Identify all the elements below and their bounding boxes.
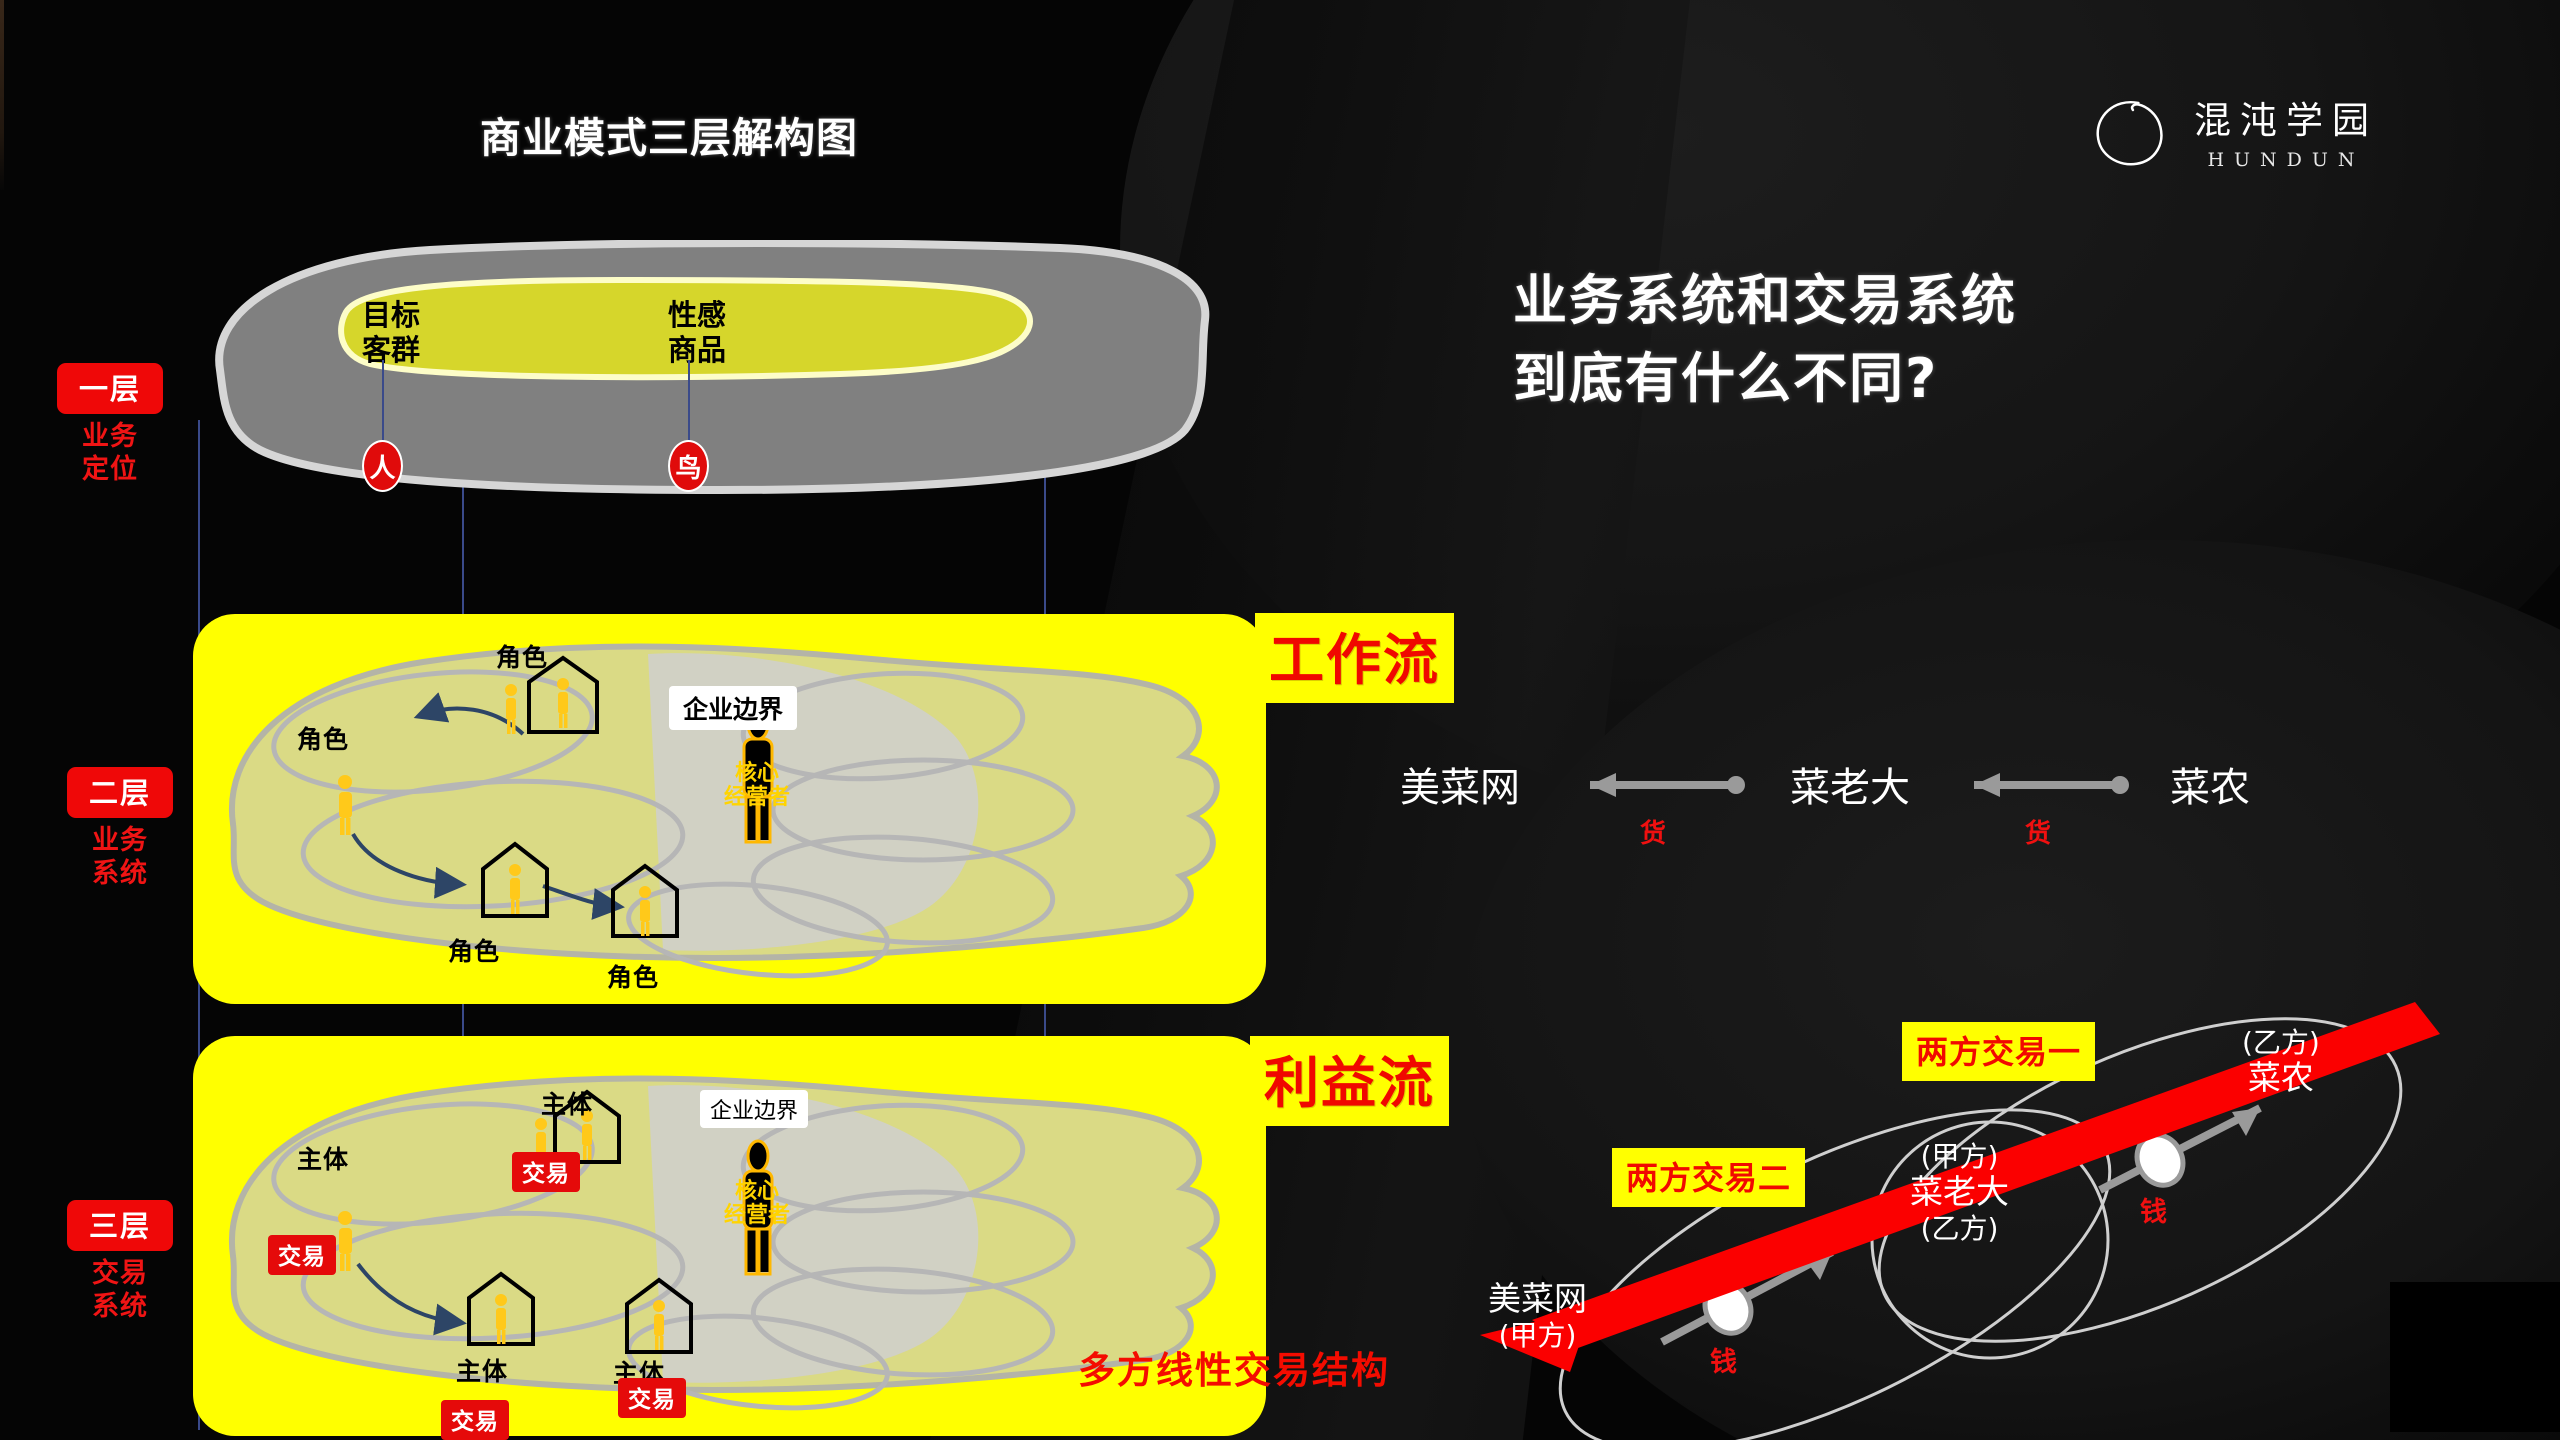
layer-label-1: 一层 业务 定位: [30, 363, 190, 487]
transaction-node-c-name: 菜农: [2247, 1058, 2314, 1098]
transaction-node-b: (甲方) 菜老大 (乙方): [1910, 1140, 2009, 1245]
layer-sub-3: 交易 系统: [40, 1258, 200, 1324]
layer2-role-label-1: 角色: [496, 643, 549, 672]
layer1-left-label: 目标 客群: [362, 298, 420, 369]
layer-sub-2-line2: 系统: [92, 857, 148, 889]
layer-sub-2: 业务 系统: [40, 825, 200, 891]
layer-sub-3-line1: 交易: [92, 1258, 148, 1289]
layer3-core-operator-label: 核心 经营者: [717, 1179, 797, 1229]
layer-sub-1: 业务 定位: [30, 421, 190, 487]
transaction-money-label-1: 钱: [1710, 1347, 1737, 1378]
layer-chip-2: 二层: [66, 767, 173, 818]
transaction-money-label-2: 钱: [2140, 1197, 2167, 1228]
layer3-trade-chip-2: 交易: [268, 1235, 336, 1275]
enso-circle-icon: [2096, 100, 2163, 166]
pin-marker-person[interactable]: 人: [362, 440, 403, 492]
layer3-subject-label-1: 主体: [541, 1090, 594, 1119]
layer1-left-line1: 目标: [362, 298, 421, 332]
layer3-trade-chip-3: 交易: [441, 1400, 509, 1440]
supply-chain-goods-label-2: 货: [2025, 819, 2052, 849]
layer-sub-2-line1: 业务: [92, 825, 148, 856]
layer2-core-line1: 核心: [734, 761, 779, 786]
pin-marker-bird[interactable]: 鸟: [668, 440, 709, 492]
layer-chip-3: 三层: [66, 1200, 173, 1251]
layer-sub-1-line1: 业务: [82, 421, 138, 452]
layer-sub-1-line2: 定位: [82, 453, 138, 485]
layer1-right-line1: 性感: [668, 298, 727, 332]
transaction-node-b-name: 菜老大: [1910, 1172, 2009, 1212]
supply-chain-arrow-2: [1974, 773, 2129, 797]
transaction-node-c: (乙方) 菜农: [2242, 1026, 2320, 1098]
workflow-badge: 工作流: [1255, 613, 1455, 703]
page-title: 商业模式三层解构图: [480, 114, 858, 162]
layer1-amoeba-svg: [215, 239, 1210, 495]
headline-line-1: 业务系统和交易系统: [1513, 269, 2017, 332]
layer1-left-line2: 客群: [362, 333, 421, 368]
red-pointer-arrow: [1480, 1002, 2440, 1372]
brand-logo: 混沌学园 HUNDUN: [2090, 90, 2378, 171]
logo-text-cn: 混沌学园: [2194, 99, 2378, 142]
supply-chain-node-2: 菜老大: [1790, 765, 1910, 811]
supply-chain-node-1: 美菜网: [1400, 765, 1520, 811]
transaction-node-a-name: 美菜网: [1488, 1279, 1587, 1318]
transaction-diagram: 两方交易一 两方交易二 美菜网 (甲方) (甲方) 菜老大 (乙方) (乙方) …: [1380, 990, 2560, 1440]
background-edge-artifact: [0, 0, 4, 190]
layer-label-3: 三层 交易 系统: [40, 1200, 200, 1324]
layer2-role-label-3: 角色: [448, 937, 501, 966]
pin-stem-right: [688, 360, 690, 450]
layer3-amoeba-svg: [228, 1075, 1220, 1411]
transaction-diagram-svg: [1480, 1002, 2440, 1440]
transaction-node-b-party-bottom: (乙方): [1920, 1211, 1999, 1245]
layer3-trade-chip-1: 交易: [512, 1152, 580, 1192]
supply-chain-diagram: 美菜网 货 菜老大 货 菜农: [1400, 755, 2300, 865]
transaction-node-a: 美菜网 (甲方): [1488, 1279, 1587, 1352]
layer1-diagram: 目标 客群 性感 商品 人 鸟: [200, 239, 1240, 500]
amoeba-inner-ellipse: [338, 276, 1033, 381]
layer3-core-line1: 核心: [734, 1179, 779, 1204]
layer3-subject-label-2: 主体: [297, 1145, 350, 1174]
supply-chain-goods-label-1: 货: [1640, 819, 1667, 849]
layer3-core-line2: 经营者: [723, 1203, 790, 1229]
headline-line-2: 到底有什么不同?: [1513, 347, 1939, 411]
layer3-boundary-label: 企业边界: [700, 1090, 809, 1128]
layer-sub-3-line2: 系统: [92, 1290, 148, 1322]
supply-chain-node-3: 菜农: [2170, 765, 2250, 811]
layer3-trade-chip-4: 交易: [618, 1378, 686, 1418]
layer2-role-label-2: 角色: [297, 725, 350, 754]
layer2-role-label-4: 角色: [607, 963, 660, 992]
layer3-footer-note: 多方线性交易结构: [1078, 1349, 1390, 1392]
layer3-subject-label-3: 主体: [456, 1357, 509, 1386]
layer2-boundary-label: 企业边界: [669, 686, 798, 730]
layer2-core-line2: 经营者: [723, 785, 790, 811]
background-black-box: [2390, 1282, 2560, 1432]
layer2-core-operator-label: 核心 经营者: [717, 761, 797, 811]
benefitflow-badge: 利益流: [1250, 1036, 1450, 1126]
layer-chip-1: 一层: [56, 363, 163, 414]
pin-stem-left: [382, 360, 384, 450]
layer1-right-line2: 商品: [668, 333, 727, 368]
transaction-label-two: 两方交易二: [1612, 1148, 1806, 1207]
layer3-person-house-icons: [338, 1089, 774, 1354]
layer3-arrows: [356, 1262, 467, 1336]
transaction-label-one: 两方交易一: [1902, 1022, 2096, 1081]
layer3-hand-shape: [228, 1075, 1220, 1411]
supply-chain-arrow-1: [1590, 773, 1745, 797]
layer-label-2: 二层 业务 系统: [40, 767, 200, 891]
logo-text-en: HUNDUN: [2207, 149, 2365, 171]
transaction-node-b-party-top: (甲方): [1920, 1140, 1999, 1173]
layer1-right-label: 性感 商品: [668, 298, 726, 369]
transaction-node-a-party: (甲方): [1498, 1318, 1577, 1352]
transaction-node-c-party: (乙方): [2242, 1026, 2320, 1059]
headline: 业务系统和交易系统 到底有什么不同?: [1513, 262, 2273, 419]
